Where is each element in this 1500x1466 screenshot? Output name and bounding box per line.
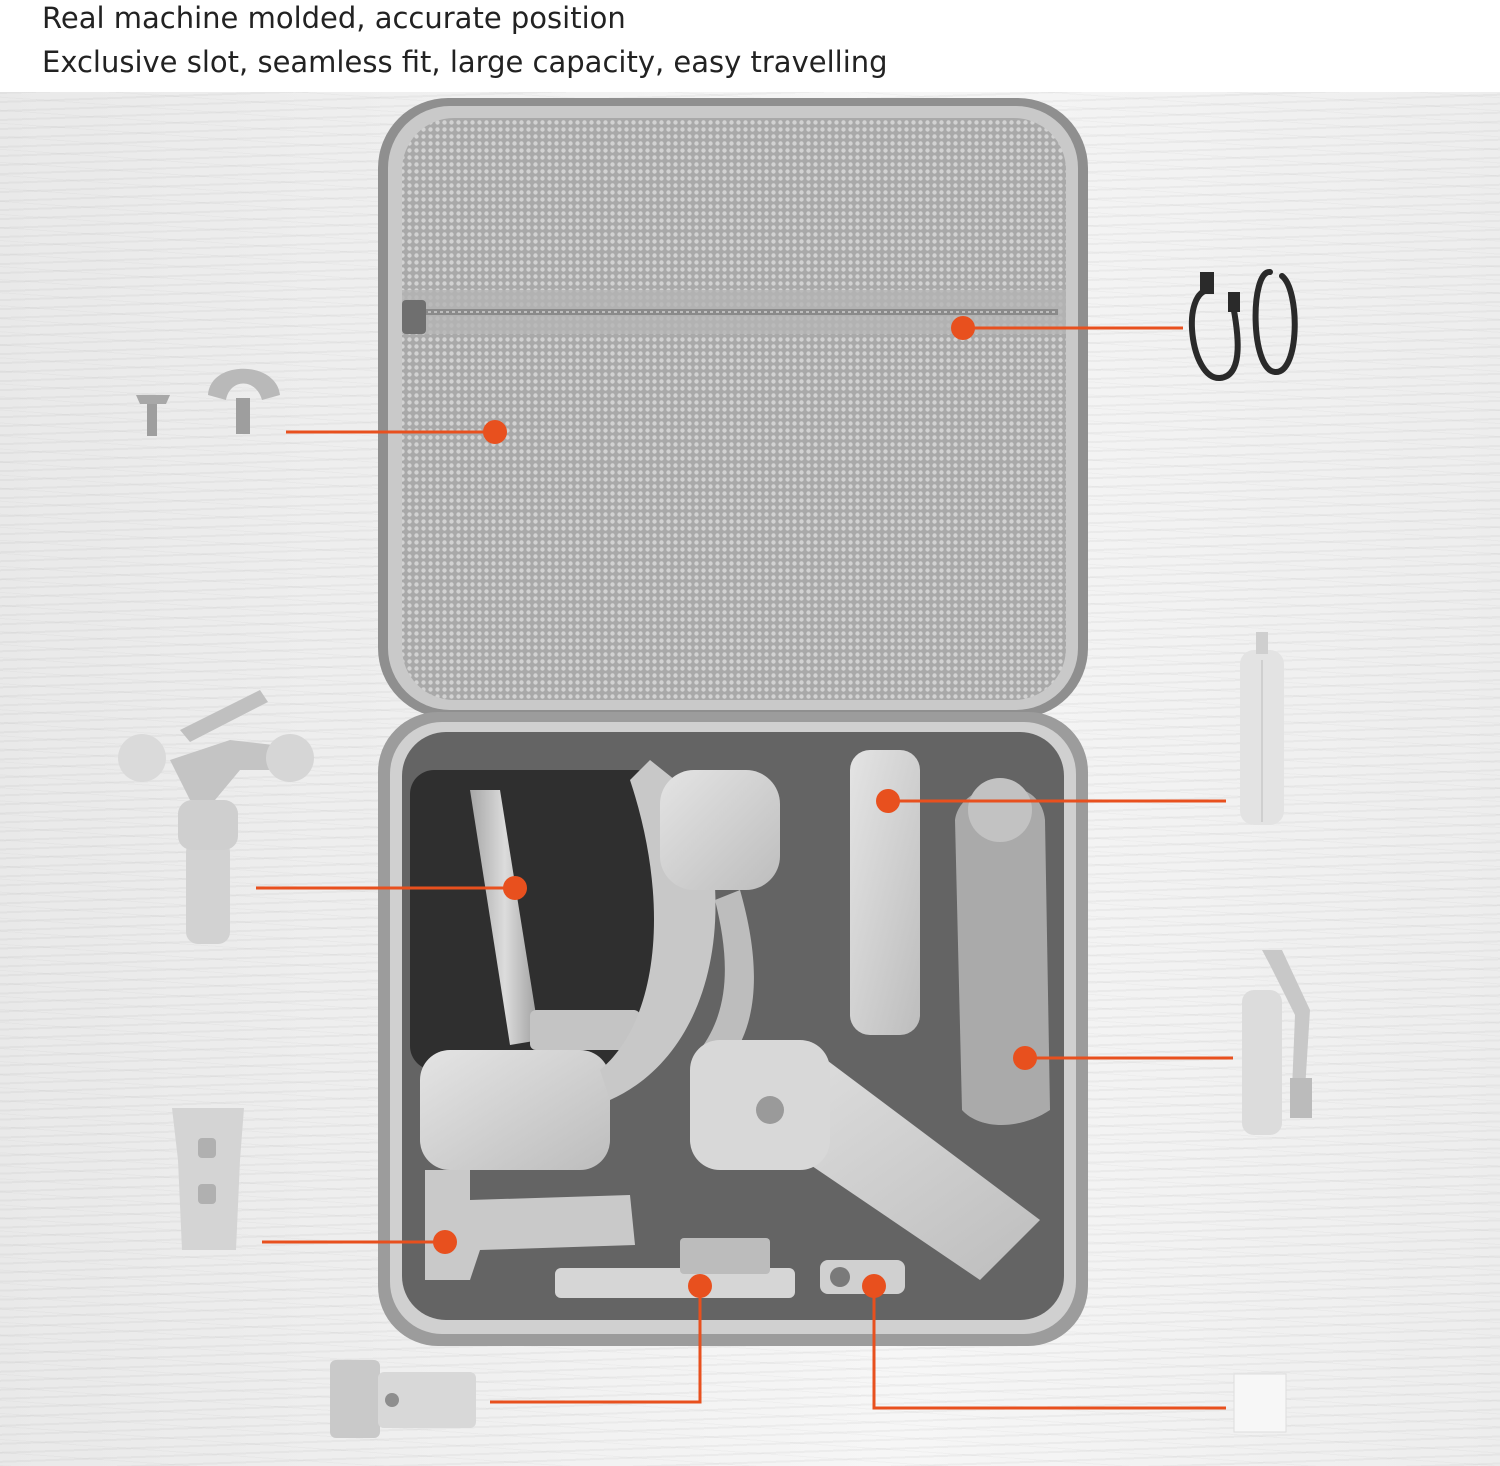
product-scene [0,92,1500,1466]
caption-line-2: Exclusive slot, seamless fit, large capa… [42,45,888,79]
callout-dot-holder [433,1230,457,1254]
lens-clamp [1233,1373,1287,1433]
callout-dot-grip [1013,1046,1037,1070]
product-illustration [118,98,1312,1438]
quick-release-plate [330,1360,476,1438]
extension-grip [1242,950,1312,1135]
case-lid [378,98,1088,718]
callout-dot-tripod [876,789,900,813]
extension-mount-in-case [425,1170,635,1280]
plate-in-case [555,1268,795,1298]
mini-tripod [1240,632,1284,825]
caption-header: Real machine molded, accurate position E… [0,0,1500,92]
gimbal [118,690,314,944]
callout-dot-cables [951,316,975,340]
callout-dots [433,316,1037,1298]
mesh-pocket [402,118,1066,700]
caption-line-1: Real machine molded, accurate position [42,1,626,35]
screws [136,368,280,436]
zipper-pull [402,300,426,334]
gimbal-in-case [420,760,1040,1280]
phone-holder-in-case [955,786,1050,1125]
callout-dot-clamp [862,1274,886,1298]
callout-dot-gimbal [503,876,527,900]
phone-slot [410,770,660,1070]
usb-cables [1188,269,1298,381]
callout-dot-plate [688,1274,712,1298]
phone-holder [172,1108,244,1250]
callout-dot-screws [483,420,507,444]
callouts [256,326,1233,1410]
tripod-in-case [850,750,920,1035]
